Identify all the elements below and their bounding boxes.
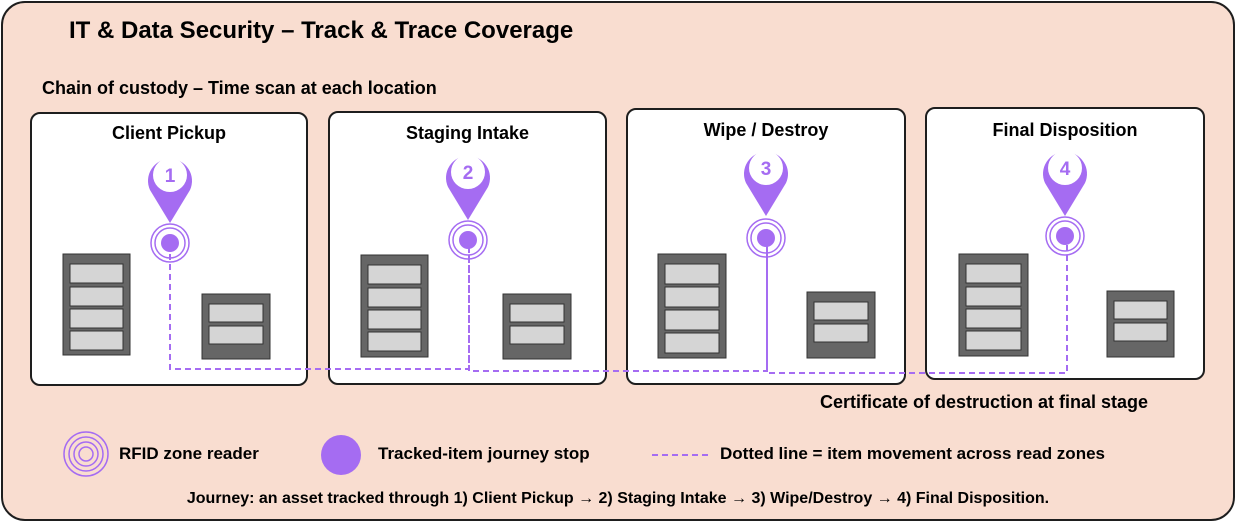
stage-number-4: 4 — [1060, 159, 1071, 180]
location-pin-icon: 4 — [1043, 151, 1087, 216]
storage-unit-icon — [1106, 290, 1175, 358]
location-pin-icon: 3 — [743, 151, 788, 216]
legend-dotted-line-label: Dotted line = item movement across read … — [720, 444, 1105, 463]
rfid-reader-icon — [746, 218, 786, 258]
rfid-reader-icon — [150, 223, 190, 263]
legend-rfid-reader-label: RFID zone reader — [119, 444, 259, 463]
location-pin-icon: 1 — [148, 158, 192, 223]
certificate-note: Certificate of destruction at final stag… — [820, 392, 1149, 412]
stage-label-staging-intake: Staging Intake — [405, 123, 530, 143]
rfid-reader-icon — [448, 220, 488, 260]
stage-number-3: 3 — [761, 159, 772, 180]
journey-path-line — [169, 238, 1068, 374]
server-rack-icon — [360, 254, 429, 358]
server-rack-icon — [62, 253, 131, 356]
legend-journey-stop-icon — [321, 435, 361, 475]
legend-rfid-reader-icon — [63, 431, 109, 477]
storage-unit-icon — [201, 293, 271, 360]
stage-label-wipe-destroy: Wipe / Destroy — [703, 120, 829, 140]
journey-description: Journey: an asset tracked through 1) Cli… — [186, 490, 1050, 507]
stage-label-client-pickup: Client Pickup — [111, 123, 227, 143]
rfid-reader-icon — [1045, 216, 1085, 256]
server-rack-icon — [657, 253, 727, 359]
diagram-subtitle: Chain of custody – Time scan at each loc… — [42, 78, 437, 98]
legend-journey-stop-label: Tracked-item journey stop — [378, 444, 590, 463]
diagram-title: IT & Data Security – Track & Trace Cover… — [69, 17, 574, 44]
location-pin-icon: 2 — [446, 155, 491, 220]
server-rack-icon — [958, 253, 1029, 357]
stage-number-1: 1 — [165, 166, 176, 187]
storage-unit-icon — [502, 293, 572, 360]
stage-number-2: 2 — [463, 163, 474, 184]
storage-unit-icon — [806, 291, 876, 359]
stage-label-final-disposition: Final Disposition — [992, 120, 1138, 140]
